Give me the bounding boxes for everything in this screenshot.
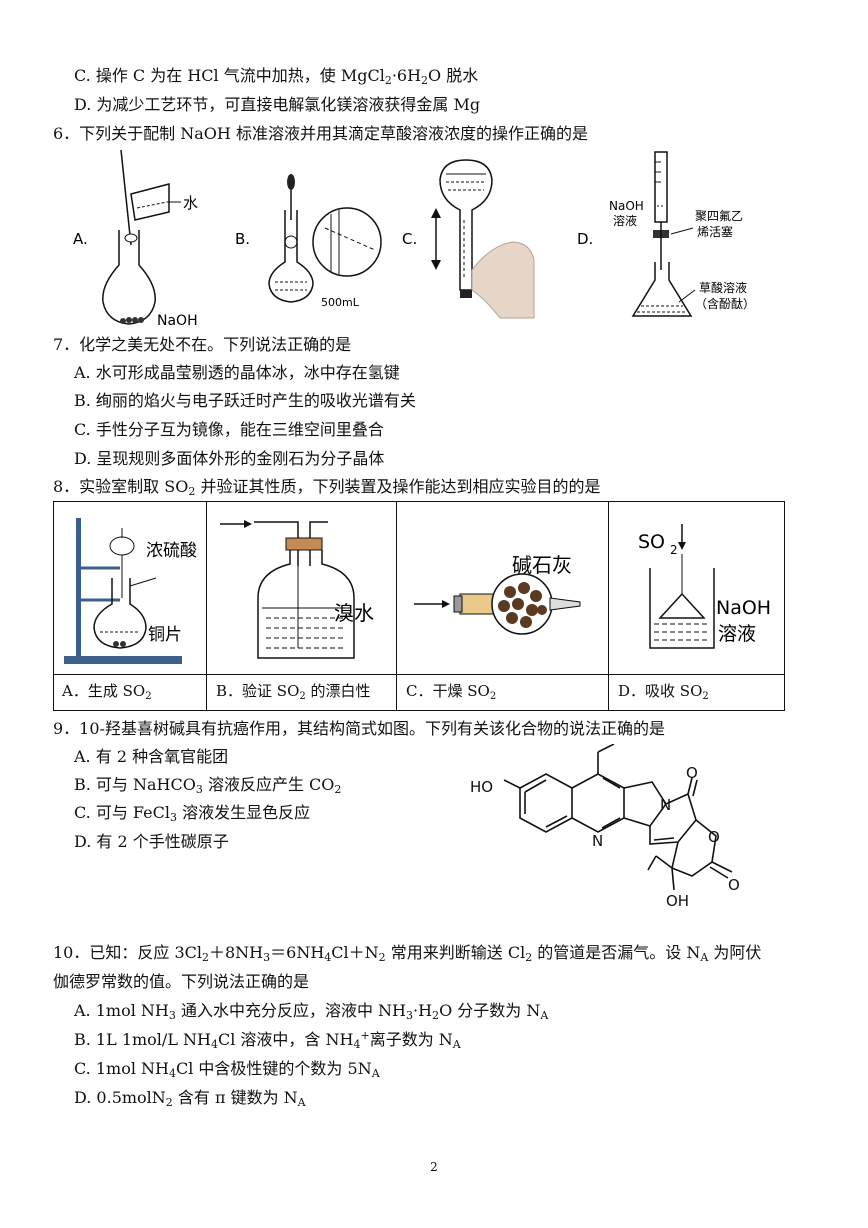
q6-figure-b: B. 500mL: [235, 174, 382, 309]
svg-text:500mL: 500mL: [321, 296, 360, 309]
svg-text:C.: C.: [402, 230, 417, 248]
svg-text:NaOH: NaOH: [157, 313, 198, 329]
svg-text:O: O: [686, 764, 698, 782]
svg-text:NaOH: NaOH: [609, 199, 644, 213]
q10-option-c: C. 1mol NH4Cl 中含极性键的个数为 5NA: [74, 1059, 380, 1080]
q8-caption-c: C．干燥 SO2: [406, 682, 497, 702]
svg-text:草酸溶液: 草酸溶液: [699, 280, 747, 295]
svg-text:溴水: 溴水: [334, 601, 374, 625]
svg-text:NaOH: NaOH: [716, 597, 771, 619]
svg-text:聚四氟乙: 聚四氟乙: [695, 209, 743, 223]
q9-stem: 9．10-羟基喜树碱具有抗癌作用，其结构简式如图。下列有关该化合物的说法正确的是: [53, 719, 665, 738]
svg-text:水: 水: [183, 194, 198, 212]
q5-option-d: D. 为减少工艺环节，可直接电解氯化镁溶液获得金属 Mg: [74, 95, 481, 114]
q10-stem-line2: 伽德罗常数的值。下列说法正确的是: [53, 972, 310, 991]
q7-stem: 7．化学之美无处不在。下列说法正确的是: [53, 335, 352, 354]
q9-option-a: A. 有 2 种含氧官能团: [74, 747, 229, 766]
q8-caption-d: D．吸收 SO2: [618, 682, 709, 702]
q9-option-d: D. 有 2 个手性碳原子: [74, 832, 229, 851]
svg-text:O: O: [708, 828, 720, 846]
svg-text:铜片: 铜片: [148, 625, 182, 645]
svg-text:D.: D.: [577, 230, 593, 248]
q8-figure-a: 浓硫酸 铜片: [64, 518, 197, 664]
q7-option-d: D. 呈现规则多面体外形的金刚石为分子晶体: [74, 449, 385, 468]
q10-stem-line1: 10．已知：反应 3Cl2＋8NH3＝6NH4Cl＋N2 常用来判断输送 Cl2…: [53, 943, 762, 964]
svg-text:SO: SO: [638, 531, 665, 553]
svg-text:碱石灰: 碱石灰: [512, 553, 572, 577]
svg-text:A.: A.: [73, 230, 88, 248]
svg-text:溶液: 溶液: [613, 213, 637, 228]
q7-option-a: A. 水可形成晶莹剔透的晶体冰，冰中存在氢键: [74, 363, 400, 382]
q10-option-a: A. 1mol NH3 通入水中充分反应，溶液中 NH3·H2O 分子数为 NA: [74, 1001, 549, 1022]
q10-option-d: D. 0.5molN2 含有 π 键数为 NA: [74, 1088, 306, 1109]
q7-option-b: B. 绚丽的焰火与电子跃迁时产生的吸收光谱有关: [74, 391, 416, 410]
q5-option-c: C. 操作 C 为在 HCl 气流中加热，使 MgCl2·6H2O 脱水: [74, 66, 479, 87]
svg-text:浓硫酸: 浓硫酸: [146, 541, 197, 561]
svg-text:2: 2: [670, 543, 678, 557]
q9-option-b: B. 可与 NaHCO3 溶液反应产生 CO2: [74, 775, 342, 796]
svg-text:HO: HO: [470, 778, 493, 796]
q8-caption-a: A．生成 SO2: [62, 682, 152, 702]
q7-option-c: C. 手性分子互为镜像，能在三维空间里叠合: [74, 420, 384, 439]
q8-figure-d: SO 2 NaOH 溶液: [638, 524, 771, 649]
svg-text:N: N: [592, 832, 603, 850]
q6-stem: 6．下列关于配制 NaOH 标准溶液并用其滴定草酸溶液浓度的操作正确的是: [53, 124, 588, 143]
svg-text:烯活塞: 烯活塞: [697, 224, 733, 239]
svg-text:O: O: [728, 876, 740, 894]
q9-option-c: C. 可与 FeCl3 溶液发生显色反应: [74, 803, 311, 824]
svg-text:N: N: [660, 796, 671, 814]
q10-option-b: B. 1L 1mol/L NH4Cl 溶液中，含 NH4+离子数为 NA: [74, 1029, 461, 1051]
q6-figure-c: C.: [402, 159, 535, 319]
q8-apparatus-table: 浓硫酸 铜片 溴水 碱石灰 SO 2: [53, 501, 785, 711]
q8-caption-b: B．验证 SO2 的漂白性: [216, 682, 371, 702]
q6-figure-d: D. NaOH 溶液 聚四氟乙 烯活塞 草酸溶液 （含酚酞）: [577, 151, 755, 317]
q8-stem: 8．实验室制取 SO2 并验证其性质，下列装置及操作能达到相应实验目的的是: [53, 477, 601, 498]
svg-text:溶液: 溶液: [718, 623, 756, 645]
svg-text:（含酚酞）: （含酚酞）: [695, 296, 755, 311]
q6-figure-a: A. 水 NaOH: [73, 150, 198, 329]
page-number: 2: [430, 1160, 438, 1174]
q8-figure-b: 溴水: [220, 520, 374, 659]
svg-text:OH: OH: [666, 892, 689, 910]
svg-text:B.: B.: [235, 230, 250, 248]
q9-structure-diagram: HO N N O O O OH: [470, 744, 740, 910]
q8-figure-c: 碱石灰: [414, 553, 581, 635]
